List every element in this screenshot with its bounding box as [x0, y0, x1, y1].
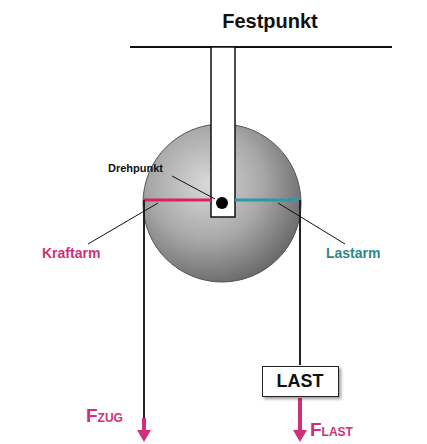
fixed-point-label: Festpunkt [222, 10, 318, 32]
load-arm-leader [278, 203, 345, 244]
load-arrowhead [293, 430, 307, 442]
pivot-leader [172, 176, 215, 199]
force-arm-line [144, 199, 211, 202]
load-force-label: FLAST [310, 420, 353, 441]
pull-arrow-shaft [142, 418, 146, 432]
load-box: LAST [262, 366, 339, 397]
force-arm-label: Kraftarm [42, 246, 100, 261]
pivot-label: Drehpunkt [108, 162, 163, 174]
pivot-dot [216, 197, 228, 209]
box-text: LAST [277, 371, 324, 392]
load-arm-label: Lastarm [326, 246, 380, 261]
bracket [211, 47, 235, 217]
ceiling-line [130, 46, 392, 48]
pull-arrowhead [137, 430, 151, 442]
load-arm-line [235, 199, 300, 202]
rope-right [299, 200, 301, 365]
force-arm-leader [88, 203, 158, 244]
rope-left [143, 200, 145, 424]
load-arrow-shaft [298, 398, 302, 432]
pull-force-label: FZUG [86, 406, 123, 427]
